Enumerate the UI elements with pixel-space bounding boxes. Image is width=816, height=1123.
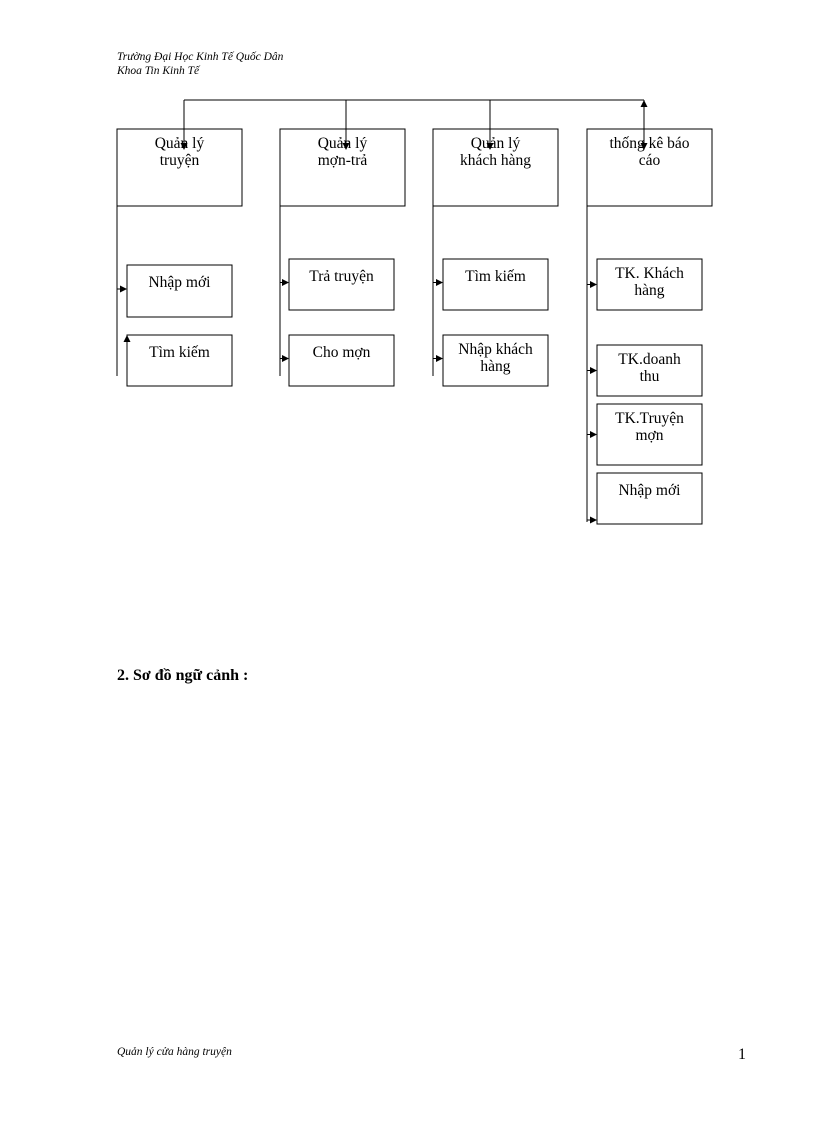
child-box [596,258,703,311]
header-faculty: Khoa Tin Kinh Tế [117,65,200,77]
child-box [596,344,703,397]
module-box [586,128,713,207]
section-title: 2. Sơ đồ ngữ cảnh : [117,667,249,684]
page-number: 1 [738,1046,746,1063]
child-box [126,264,233,318]
child-box [442,258,549,311]
child-label: Cho mợn [313,344,371,361]
child-label: Nhập mới [618,482,681,499]
module-box [116,128,243,207]
child-label: Trả truyện [309,268,374,285]
footer-title: Quản lý cửa hàng truyện [117,1046,232,1058]
child-label: Tìm kiếm [465,268,526,285]
module-box [432,128,559,207]
child-box [288,334,395,387]
header-school: Trường Đại Học Kinh Tế Quốc Dân [117,51,284,63]
child-label: Nhập mới [148,274,211,291]
child-box [596,403,703,466]
child-box [288,258,395,311]
child-label: Tìm kiếm [149,344,210,361]
child-box [596,472,703,525]
child-box [442,334,549,387]
module-box [279,128,406,207]
